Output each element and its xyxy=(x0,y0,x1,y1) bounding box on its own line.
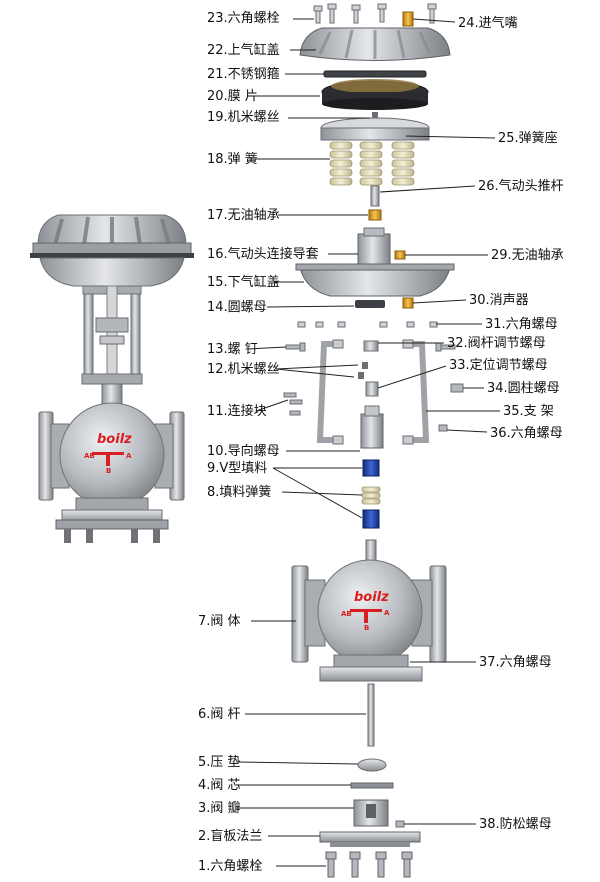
label-10: 10.导向螺母 xyxy=(207,444,280,459)
exploded-parts: boilz AB A B xyxy=(283,3,464,878)
label-31: 31.六角螺母 xyxy=(485,317,558,332)
part-21-steel-band xyxy=(323,70,427,78)
part-16-guide-sleeve xyxy=(357,233,391,265)
label-34: 34.圆柱螺母 xyxy=(487,381,560,396)
label-32: 32.阀杆调节螺母 xyxy=(447,336,546,351)
port-b-left: B xyxy=(106,467,111,475)
port-ab-right: AB xyxy=(341,610,352,618)
leader-lines xyxy=(235,18,500,867)
part-9-v-packing-lower xyxy=(362,509,380,529)
part-38-lock-nut xyxy=(395,820,405,828)
part-5-pressure-pad xyxy=(357,758,387,772)
label-14: 14.圆螺母 xyxy=(207,300,267,315)
label-21: 21.不锈钢箍 xyxy=(207,67,280,82)
label-9: 9.V型填料 xyxy=(207,461,268,476)
assembled-valve: boilz AB A B xyxy=(30,214,194,543)
label-24: 24.进气嘴 xyxy=(458,16,518,31)
label-29: 29.无油轴承 xyxy=(491,248,564,263)
part-26-push-rod xyxy=(370,185,380,207)
part-11-connecting-block xyxy=(283,392,303,416)
brand-logo-right: boilz xyxy=(354,590,389,605)
part-15-lower-cover xyxy=(299,267,451,297)
label-1: 1.六角螺栓 xyxy=(198,859,263,874)
label-16: 16.气动头连接导套 xyxy=(207,247,319,262)
label-4: 4.阀 芯 xyxy=(198,778,241,793)
label-11: 11.连接块 xyxy=(207,404,267,419)
part-1-hex-bolts xyxy=(325,851,413,878)
part-31-hex-nuts xyxy=(297,321,438,328)
label-20: 20.膜 片 xyxy=(207,89,258,104)
part-32-stem-nut xyxy=(363,340,379,352)
label-25: 25.弹簧座 xyxy=(498,131,558,146)
part-10-guide-nut xyxy=(360,413,384,449)
label-5: 5.压 垫 xyxy=(198,755,241,770)
port-b-right: B xyxy=(364,624,369,632)
label-22: 22.上气缸盖 xyxy=(207,43,280,58)
brand-logo-left: boilz xyxy=(97,432,132,447)
part-34-cylinder-nut xyxy=(450,383,464,393)
label-18: 18.弹 簧 xyxy=(207,152,258,167)
part-2-blind-flange xyxy=(319,831,421,847)
label-36: 36.六角螺母 xyxy=(490,426,563,441)
label-33: 33.定位调节螺母 xyxy=(449,358,548,373)
label-23: 23.六角螺栓 xyxy=(207,11,280,26)
part-35-bracket xyxy=(316,341,430,443)
label-35: 35.支 架 xyxy=(503,404,554,419)
part-14-round-nut xyxy=(355,300,385,308)
label-6: 6.阀 杆 xyxy=(198,707,241,722)
part-23-bolts xyxy=(313,3,437,24)
label-3: 3.阀 瓣 xyxy=(198,801,241,816)
part-30-muffler xyxy=(402,297,414,309)
part-33-position-nut xyxy=(365,381,379,397)
label-26: 26.气动头推杆 xyxy=(478,179,564,194)
label-17: 17.无油轴承 xyxy=(207,208,280,223)
part-24-air-inlet xyxy=(402,11,414,27)
label-7: 7.阀 体 xyxy=(198,614,241,629)
part-36-hex-nut xyxy=(438,424,448,432)
label-30: 30.消声器 xyxy=(469,293,529,308)
label-37: 37.六角螺母 xyxy=(479,655,552,670)
label-13: 13.螺 钉 xyxy=(207,342,258,357)
part-29-bearing xyxy=(394,250,406,260)
part-9-v-packing-upper xyxy=(362,459,380,477)
label-15: 15.下气缸盖 xyxy=(207,275,280,290)
label-2: 2.盲板法兰 xyxy=(198,829,263,844)
part-6-valve-stem xyxy=(367,683,375,747)
part-17-bearing xyxy=(368,209,382,221)
port-ab-left: AB xyxy=(84,452,95,460)
port-a-right: A xyxy=(384,609,390,617)
part-18-springs xyxy=(329,141,415,186)
part-8-packing-spring xyxy=(361,486,381,505)
part-3-valve-disc xyxy=(353,799,389,827)
label-12: 12.机米螺丝 xyxy=(207,362,280,377)
part-19-set-screw xyxy=(372,112,378,118)
part-7-valve-body: boilz AB A B xyxy=(291,539,447,682)
label-19: 19.机米螺丝 xyxy=(207,110,280,125)
label-38: 38.防松螺母 xyxy=(479,817,552,832)
part-4-valve-core xyxy=(350,782,394,789)
port-a-left: A xyxy=(126,452,132,460)
label-8: 8.填料弹簧 xyxy=(207,485,272,500)
